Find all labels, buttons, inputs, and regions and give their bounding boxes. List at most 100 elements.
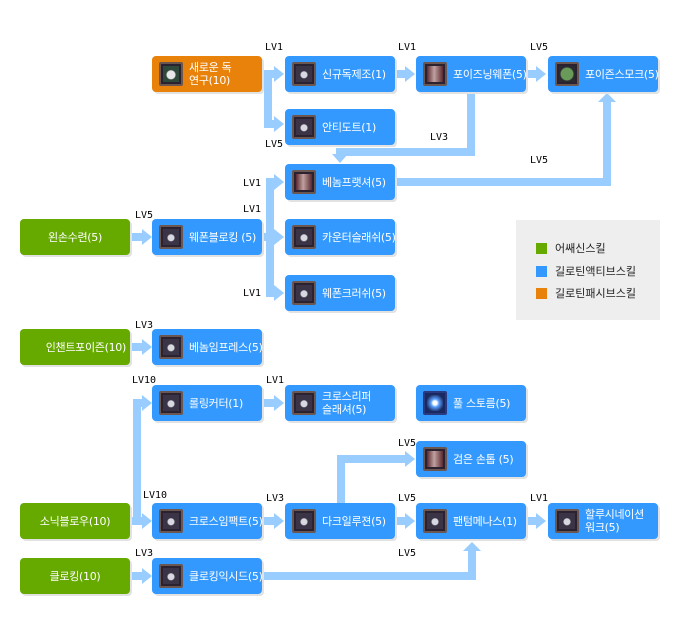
skill-label: 풀 스토름(5) bbox=[453, 396, 511, 410]
skill-dark-illusion[interactable]: 다크일루젼(5) bbox=[285, 503, 395, 539]
connector bbox=[468, 549, 476, 580]
arrow-head bbox=[274, 174, 284, 190]
level-label: LV1 bbox=[265, 42, 284, 53]
arrow-head bbox=[274, 116, 284, 132]
skill-label: 포이즌스모크(5) bbox=[585, 67, 659, 81]
skill-label: 롤링커터(1) bbox=[189, 396, 243, 410]
skill-enchant-poison[interactable]: 인챈트포이즌(10) bbox=[20, 329, 130, 365]
level-label: LV1 bbox=[243, 288, 262, 299]
weapon-crush-icon bbox=[292, 281, 316, 305]
skill-weapon-blocking[interactable]: 웨폰블로킹 (5) bbox=[152, 219, 262, 255]
arrow-head bbox=[405, 66, 415, 82]
skill-label: 클로킹(10) bbox=[49, 569, 101, 583]
connector bbox=[130, 572, 144, 580]
connector bbox=[262, 399, 276, 407]
skill-cross-reaper-slasher[interactable]: 크로스리퍼 슬래셔(5) bbox=[285, 385, 395, 421]
connector bbox=[603, 100, 611, 186]
skill-counter-slash[interactable]: 카운터슬래쉬(5) bbox=[285, 219, 396, 255]
connector bbox=[264, 120, 276, 128]
skill-new-poison-research[interactable]: 새로운 독 연구(10) bbox=[152, 56, 262, 92]
skill-label: 신규독제조(1) bbox=[322, 67, 386, 81]
skill-hallucination-walk[interactable]: 할루시네이션 워크(5) bbox=[548, 503, 658, 539]
dark-eyes-icon bbox=[292, 509, 316, 533]
level-label: LV5 bbox=[398, 493, 417, 504]
arrow-head bbox=[274, 285, 284, 301]
connector bbox=[266, 289, 276, 297]
skill-venom-impress[interactable]: 베놈임프레스(5) bbox=[152, 329, 263, 365]
arrow-head bbox=[463, 542, 481, 551]
skill-label: 클로킹익시드(5) bbox=[189, 569, 263, 583]
arrow-head bbox=[405, 451, 415, 467]
skill-label: 검은 손톱 (5) bbox=[453, 452, 514, 466]
skill-label: 베놈프랫셔(5) bbox=[322, 175, 386, 189]
arrow-head bbox=[274, 229, 284, 245]
skill-antidote[interactable]: 안티도트(1) bbox=[285, 109, 395, 145]
legend-item: 길로틴패시브스킬 bbox=[536, 285, 636, 301]
connector bbox=[266, 178, 274, 297]
level-label: LV5 bbox=[398, 548, 417, 559]
skill-label: 포이즈닝웨폰(5) bbox=[453, 67, 527, 81]
connector bbox=[264, 70, 276, 78]
arrow-head bbox=[598, 93, 616, 102]
level-label: LV3 bbox=[266, 493, 285, 504]
legend: 어쌔신스킬 길로틴액티브스킬 길로틴패시브스킬 bbox=[516, 220, 660, 320]
skill-sonic-blow[interactable]: 소닉블로우(10) bbox=[20, 503, 130, 539]
arrow-head bbox=[274, 513, 284, 529]
connector bbox=[336, 148, 475, 156]
skill-venom-splasher[interactable]: 베놈프랫셔(5) bbox=[285, 164, 395, 200]
tornado-icon bbox=[159, 391, 183, 415]
smoke-icon bbox=[555, 62, 579, 86]
arrow-head bbox=[536, 66, 546, 82]
skill-label: 안티도트(1) bbox=[322, 120, 376, 134]
skill-left-hand-mastery[interactable]: 왼손수련(5) bbox=[20, 219, 130, 255]
level-label: LV3 bbox=[430, 132, 449, 143]
phantom-icon bbox=[423, 509, 447, 533]
skill-full-storm[interactable]: 풀 스토름(5) bbox=[416, 385, 526, 421]
skill-cloaking[interactable]: 클로킹(10) bbox=[20, 558, 130, 594]
arrow-head bbox=[142, 568, 152, 584]
level-label: LV1 bbox=[266, 375, 285, 386]
skill-label: 왼손수련(5) bbox=[48, 230, 102, 244]
skill-rolling-cutter[interactable]: 롤링커터(1) bbox=[152, 385, 262, 421]
skill-label: 새로운 독 연구(10) bbox=[189, 61, 232, 87]
skill-label: 카운터슬래쉬(5) bbox=[322, 230, 396, 244]
skill-label: 팬텀메나스(1) bbox=[453, 514, 517, 528]
skill-cloaking-exceed[interactable]: 클로킹익시드(5) bbox=[152, 558, 263, 594]
level-label: LV1 bbox=[530, 493, 549, 504]
legend-item: 길로틴액티브스킬 bbox=[536, 263, 636, 279]
poison-blade-icon bbox=[423, 62, 447, 86]
legend-label: 어쌔신스킬 bbox=[555, 242, 606, 255]
skill-phantom-menace[interactable]: 팬텀메나스(1) bbox=[416, 503, 526, 539]
antidote-icon bbox=[292, 115, 316, 139]
skill-cross-impact[interactable]: 크로스임팩트(5) bbox=[152, 503, 263, 539]
legend-swatch-guillotine-passive bbox=[536, 287, 547, 299]
arrow-head bbox=[142, 339, 152, 355]
skill-label: 웨폰크러쉬(5) bbox=[322, 286, 386, 300]
connector bbox=[133, 399, 144, 407]
connector bbox=[264, 70, 272, 128]
skill-new-poison-craft[interactable]: 신규독제조(1) bbox=[285, 56, 395, 92]
skill-poison-smoke[interactable]: 포이즌스모크(5) bbox=[548, 56, 659, 92]
skill-label: 소닉블로우(10) bbox=[39, 514, 111, 528]
legend-swatch-guillotine-active bbox=[536, 265, 547, 277]
level-label: LV5 bbox=[530, 42, 549, 53]
skill-poisoning-weapon[interactable]: 포이즈닝웨폰(5) bbox=[416, 56, 527, 92]
legend-item: 어쌔신스킬 bbox=[536, 240, 606, 256]
skill-weapon-crush[interactable]: 웨폰크러쉬(5) bbox=[285, 275, 395, 311]
skill-label: 다크일루젼(5) bbox=[322, 514, 386, 528]
arrow-head bbox=[142, 513, 152, 529]
arrow-head bbox=[332, 154, 348, 163]
level-label: LV5 bbox=[265, 139, 284, 150]
venom-blade-icon bbox=[292, 170, 316, 194]
skill-label: 크로스리퍼 슬래셔(5) bbox=[322, 390, 372, 416]
legend-label: 길로틴액티브스킬 bbox=[555, 265, 636, 278]
cloak-figure-icon bbox=[159, 564, 183, 588]
connector bbox=[395, 517, 407, 525]
hallucination-icon bbox=[555, 509, 579, 533]
level-label: LV10 bbox=[143, 490, 168, 501]
skill-black-claw[interactable]: 검은 손톱 (5) bbox=[416, 441, 526, 477]
level-label: LV3 bbox=[135, 320, 154, 331]
level-label: LV10 bbox=[132, 375, 157, 386]
